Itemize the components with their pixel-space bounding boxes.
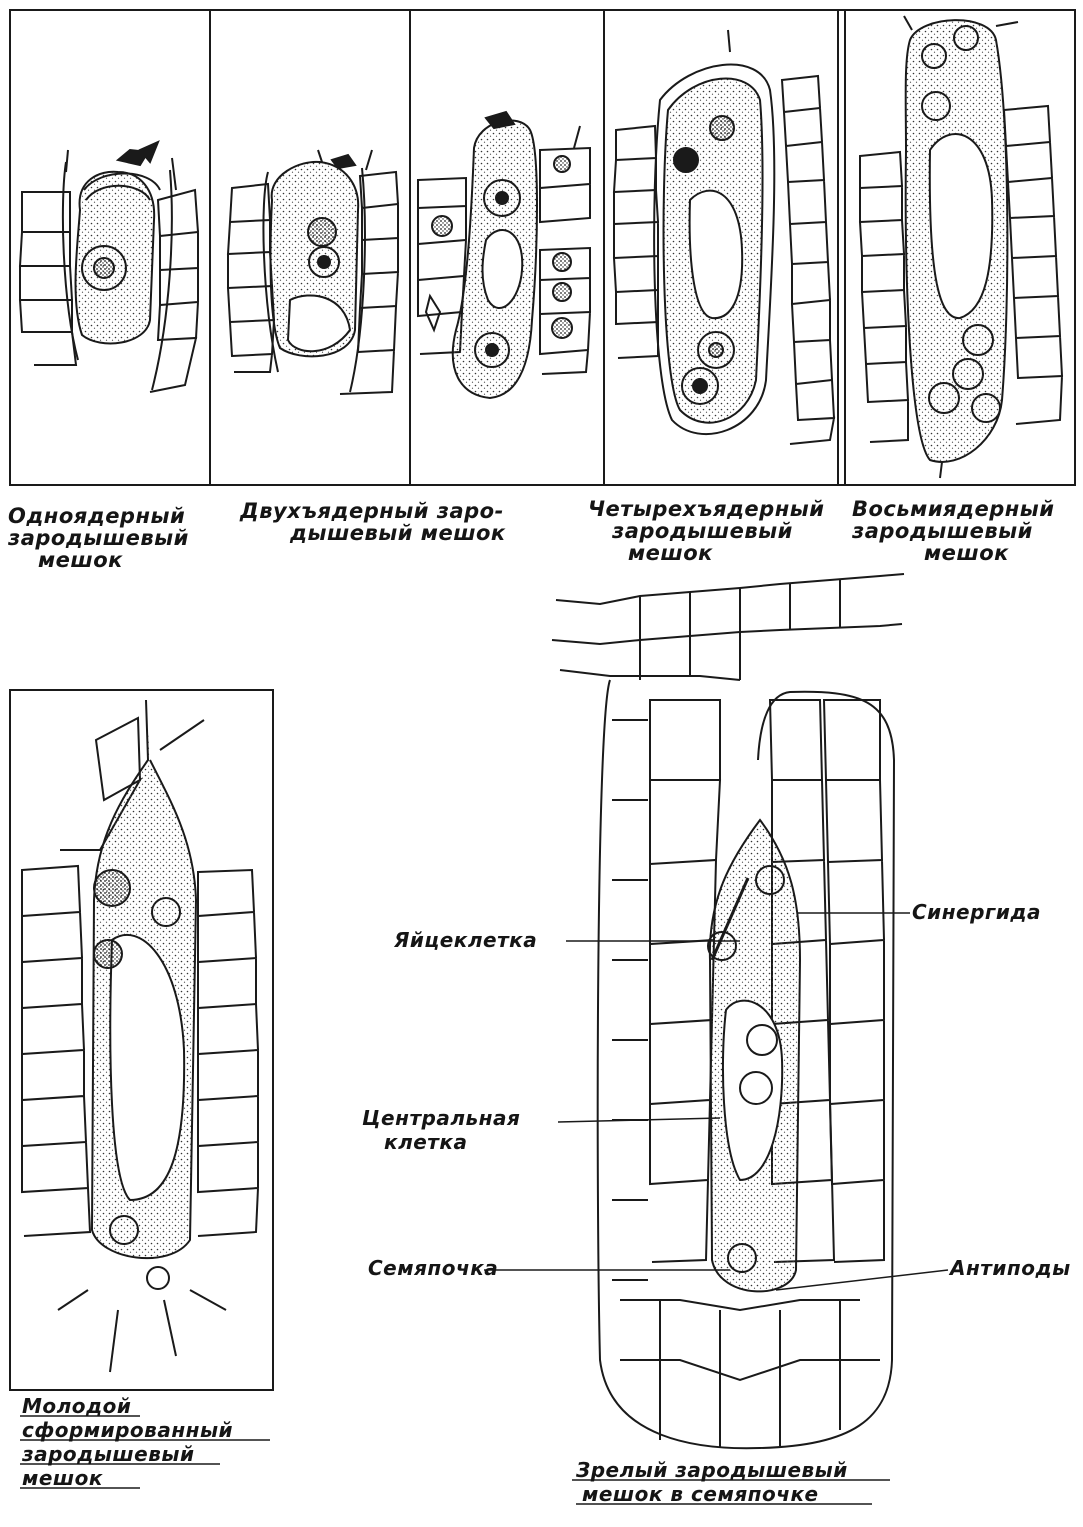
caption-line: сформированный xyxy=(22,1418,233,1442)
label-line: клетка xyxy=(362,1130,520,1154)
one-nucleus-sac-drawing xyxy=(20,142,198,392)
caption-line: Двухъядерный заро- xyxy=(240,500,506,522)
caption-eight-nucleus-sac: Восьмиядерный зародышевый мешок xyxy=(852,498,1054,564)
caption-line: мешок xyxy=(8,549,189,571)
label-line: Центральная xyxy=(362,1106,520,1130)
caption-line: Восьмиядерный xyxy=(852,498,1054,520)
caption-line: мешок в семяпочке xyxy=(576,1482,848,1506)
caption-line: мешок xyxy=(588,542,824,564)
label-synergid: Синергида xyxy=(912,900,1041,924)
young-sac-drawing xyxy=(10,690,273,1390)
caption-line: Четырехъядерный xyxy=(588,498,824,520)
label-ovule: Семяпочка xyxy=(368,1256,498,1280)
caption-line: зародышевый xyxy=(8,527,189,549)
caption-one-nucleus-sac: Одноядерный зародышевый мешок xyxy=(8,505,189,571)
dividing-sac-drawing xyxy=(418,112,590,398)
label-central-cell: Центральная клетка xyxy=(362,1106,520,1154)
caption-mature-sac: Зрелый зародышевый мешок в семяпочке xyxy=(576,1458,848,1506)
caption-line: дышевый мешок xyxy=(240,522,506,544)
caption-line: зародышевый xyxy=(852,520,1054,542)
label-egg-cell: Яйцеклетка xyxy=(394,928,537,952)
caption-line: Молодой xyxy=(22,1394,233,1418)
eight-nucleus-sac-drawing xyxy=(860,16,1062,478)
caption-young-sac: Молодой сформированный зародышевый мешок xyxy=(22,1394,233,1490)
caption-two-nucleus-sac: Двухъядерный заро- дышевый мешок xyxy=(240,500,506,544)
caption-four-nucleus-sac: Четырехъядерный зародышевый мешок xyxy=(588,498,824,564)
caption-line: Зрелый зародышевый xyxy=(576,1458,848,1482)
mature-sac-drawing xyxy=(552,574,904,1448)
label-antipodals: Антиподы xyxy=(950,1256,1071,1280)
caption-line: зародышевый xyxy=(22,1442,233,1466)
caption-line: мешок xyxy=(852,542,1054,564)
caption-line: зародышевый xyxy=(588,520,824,542)
caption-line: Одноядерный xyxy=(8,505,189,527)
caption-line: мешок xyxy=(22,1466,233,1490)
two-nucleus-sac-drawing xyxy=(228,150,398,394)
four-nucleus-sac-drawing xyxy=(614,30,834,444)
